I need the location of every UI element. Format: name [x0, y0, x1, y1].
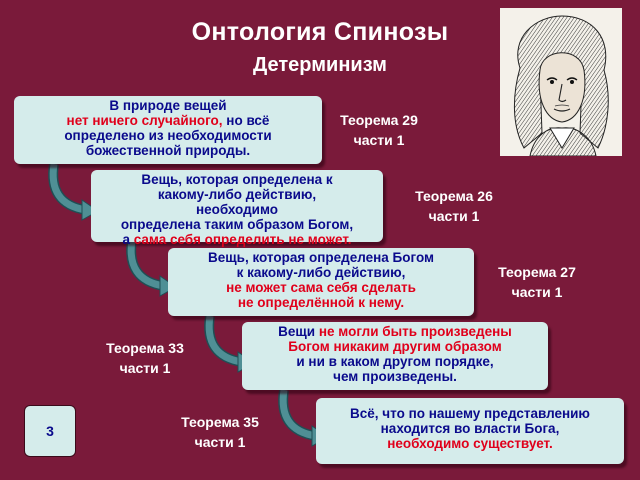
theorem-label-5: Теорема 35 части 1: [166, 412, 274, 452]
theorem-label-4: Теорема 33 части 1: [92, 338, 198, 378]
statement-line: не определённой к нему.: [168, 295, 474, 310]
highlighted-text: необходимо существует.: [387, 436, 553, 451]
statement-line: не может сама себя сделать: [168, 280, 474, 295]
theorem-label-3: Теорема 27 части 1: [484, 262, 590, 302]
highlighted-text: не может сама себя сделать: [226, 280, 416, 295]
highlighted-text: сама себя определить не может.: [133, 232, 352, 247]
theorem-part: части 1: [511, 284, 563, 300]
theorem-number: Теорема 29: [340, 112, 418, 128]
statement-line: божественной природы.: [14, 143, 322, 158]
statement-text: Вещь, которая определена Богом: [208, 250, 434, 265]
statement-line: Богом никаким другим образом: [242, 339, 548, 354]
statement-text: а: [122, 232, 134, 247]
theorem-number: Теорема 35: [181, 414, 259, 430]
statement-text: какому-либо действию,: [157, 187, 317, 202]
slide-number-badge: 3: [24, 405, 76, 457]
statement-text: находится во власти Бога,: [380, 421, 560, 436]
statement-text: и ни в каком другом порядке,: [296, 354, 494, 369]
statement-line: а сама себя определить не может.: [91, 232, 383, 247]
statement-line: к какому-либо действию,: [168, 265, 474, 280]
statement-text: Вещи: [278, 324, 319, 339]
theorem-part: части 1: [353, 132, 405, 148]
theorem-label-1: Теорема 29 части 1: [326, 110, 432, 150]
statement-line: Вещи не могли быть произведены: [242, 324, 548, 339]
theorem-part: части 1: [428, 208, 480, 224]
theorem-part: части 1: [119, 360, 171, 376]
statement-text: Всё, что по нашему представлению: [350, 406, 590, 421]
statement-line: Всё, что по нашему представлению: [316, 406, 624, 421]
highlighted-text: не определённой к нему.: [237, 295, 405, 310]
statement-line: необходимо: [91, 202, 383, 217]
highlighted-text: нет ничего случайного,: [66, 113, 223, 128]
statement-text: чем произведены.: [333, 369, 457, 384]
statement-text: но всё: [222, 113, 270, 128]
statement-text: необходимо: [195, 202, 279, 217]
statement-line: и ни в каком другом порядке,: [242, 354, 548, 369]
statement-line: нет ничего случайного, но всё: [14, 113, 322, 128]
highlighted-text: не могли быть произведены: [318, 324, 512, 339]
statement-text: божественной природы.: [85, 143, 251, 158]
statement-text: В природе вещей: [109, 98, 227, 113]
statement-line: чем произведены.: [242, 369, 548, 384]
statement-line: определено из необходимости: [14, 128, 322, 143]
theorem-number: Теорема 33: [106, 340, 184, 356]
portrait-image: [500, 8, 622, 156]
statement-text: определено из необходимости: [64, 128, 272, 143]
slide-title: Онтология Спинозы: [191, 18, 449, 46]
statement-text: определена таким образом Богом,: [120, 217, 354, 232]
statement-text: к какому-либо действию,: [236, 265, 406, 280]
statement-line: В природе вещей: [14, 98, 322, 113]
slide-subtitle: Детерминизм: [253, 54, 387, 76]
statement-line: определена таким образом Богом,: [91, 217, 383, 232]
statement-text: Вещь, которая определена к: [141, 172, 333, 187]
statement-line: Вещь, которая определена к: [91, 172, 383, 187]
statement-line: Вещь, которая определена Богом: [168, 250, 474, 265]
theorem-number: Теорема 26: [415, 188, 493, 204]
statement-line: находится во власти Бога,: [316, 421, 624, 436]
highlighted-text: Богом никаким другим образом: [288, 339, 502, 354]
curved-arrow-icon: [48, 163, 99, 221]
theorem-number: Теорема 27: [498, 264, 576, 280]
statement-line: необходимо существует.: [316, 436, 624, 451]
statement-line: какому-либо действию,: [91, 187, 383, 202]
theorem-label-2: Теорема 26 части 1: [400, 186, 508, 226]
theorem-part: части 1: [194, 434, 246, 450]
